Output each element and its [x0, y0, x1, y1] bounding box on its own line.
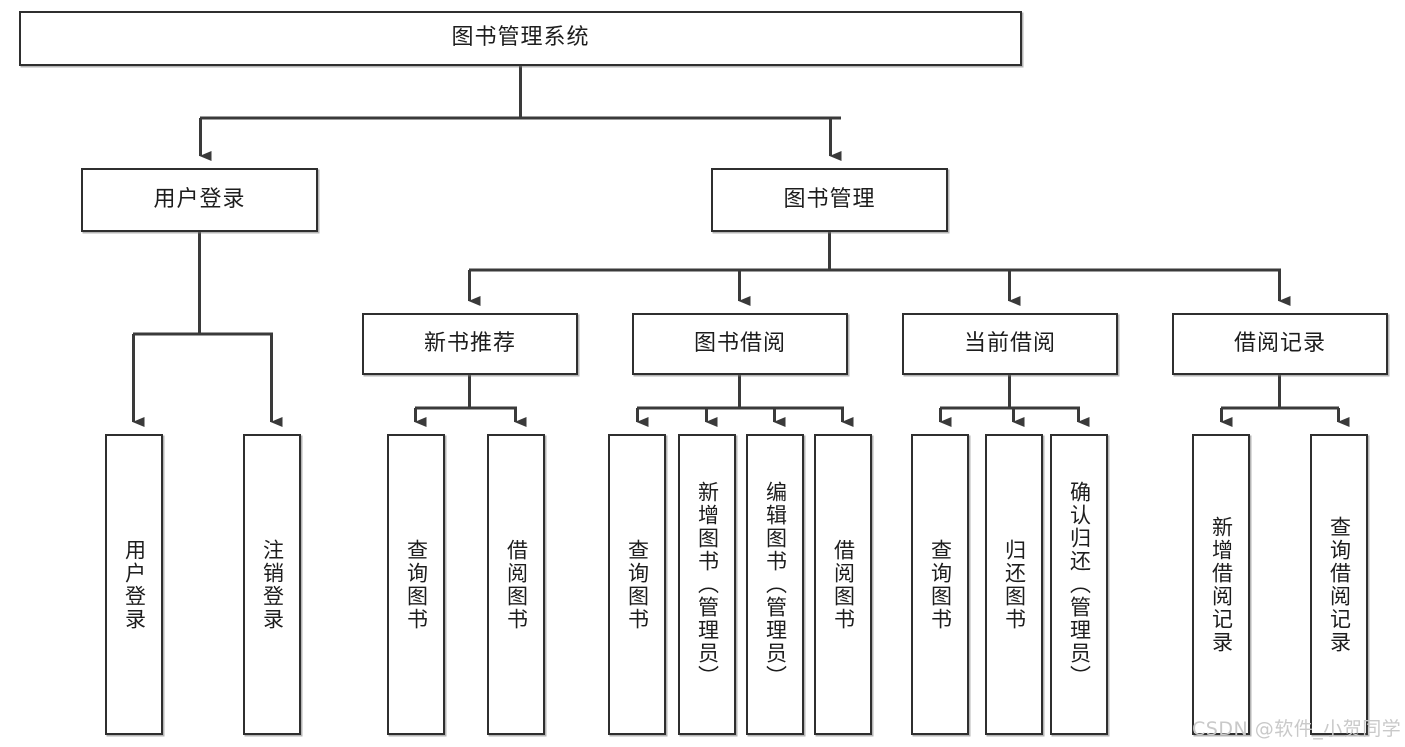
- leaf-borrow-book-1[interactable]: 借阅图书: [487, 434, 545, 735]
- leaf-user-login-label: 用户登录: [122, 538, 147, 631]
- leaf-add-borrow-record[interactable]: 新增借阅记录: [1192, 434, 1250, 735]
- leaf-query-borrow-record-label: 查询借阅记录: [1327, 515, 1352, 654]
- node-book-manage-label: 图书管理: [783, 186, 876, 212]
- leaf-borrow-book-2-label: 借阅图书: [831, 538, 856, 631]
- leaf-return-book[interactable]: 归还图书: [985, 434, 1043, 735]
- node-book-borrow[interactable]: 图书借阅: [632, 313, 848, 375]
- leaf-query-book-1-label: 查询图书: [404, 538, 429, 631]
- leaf-confirm-return[interactable]: 确认归还（管理员）: [1050, 434, 1108, 735]
- node-borrow-record[interactable]: 借阅记录: [1172, 313, 1388, 375]
- node-borrow-record-label: 借阅记录: [1233, 330, 1326, 356]
- node-user-login[interactable]: 用户登录: [81, 168, 318, 232]
- node-new-book-recommend[interactable]: 新书推荐: [362, 313, 578, 375]
- leaf-borrow-book-1-label: 借阅图书: [504, 538, 529, 631]
- node-root[interactable]: 图书管理系统: [19, 11, 1022, 66]
- leaf-query-book-3[interactable]: 查询图书: [911, 434, 969, 735]
- leaf-edit-book-label: 编辑图书（管理员）: [763, 481, 788, 688]
- leaf-query-book-3-label: 查询图书: [928, 538, 953, 631]
- leaf-borrow-book-2[interactable]: 借阅图书: [814, 434, 872, 735]
- leaf-edit-book[interactable]: 编辑图书（管理员）: [746, 434, 804, 735]
- leaf-query-book-2[interactable]: 查询图书: [608, 434, 666, 735]
- node-current-borrow[interactable]: 当前借阅: [902, 313, 1118, 375]
- node-root-label: 图书管理系统: [451, 25, 590, 51]
- node-book-borrow-label: 图书借阅: [693, 330, 786, 356]
- leaf-user-logout[interactable]: 注销登录: [243, 434, 301, 735]
- leaf-return-book-label: 归还图书: [1002, 538, 1027, 631]
- leaf-query-book-1[interactable]: 查询图书: [387, 434, 445, 735]
- leaf-add-book-label: 新增图书（管理员）: [695, 481, 720, 688]
- leaf-user-login[interactable]: 用户登录: [105, 434, 163, 735]
- leaf-query-borrow-record[interactable]: 查询借阅记录: [1310, 434, 1368, 735]
- leaf-user-logout-label: 注销登录: [260, 538, 285, 631]
- node-new-book-recommend-label: 新书推荐: [423, 330, 516, 356]
- csdn-watermark: CSDN @软件_小贺同学: [1192, 718, 1402, 740]
- node-user-login-label: 用户登录: [153, 186, 246, 212]
- leaf-confirm-return-label: 确认归还（管理员）: [1067, 481, 1092, 688]
- leaf-add-borrow-record-label: 新增借阅记录: [1209, 515, 1234, 654]
- leaf-query-book-2-label: 查询图书: [625, 538, 650, 631]
- node-book-manage[interactable]: 图书管理: [711, 168, 948, 232]
- node-current-borrow-label: 当前借阅: [963, 330, 1056, 356]
- leaf-add-book[interactable]: 新增图书（管理员）: [678, 434, 736, 735]
